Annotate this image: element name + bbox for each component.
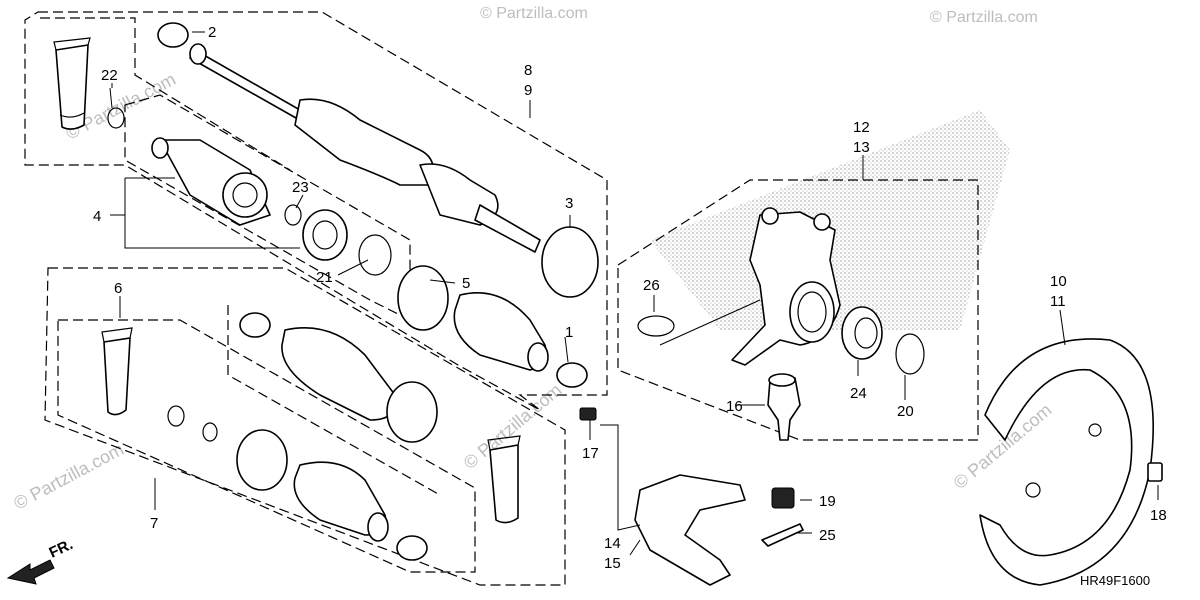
group-outline-boot-inner	[227, 305, 441, 496]
boot-icon	[281, 327, 397, 421]
callout-14: 14	[604, 535, 621, 552]
ball-joint-icon	[767, 373, 801, 441]
callout-10: 10	[1050, 273, 1067, 290]
grease-tube-icon	[53, 37, 91, 130]
group-outline-shaft-inner	[40, 17, 291, 171]
knuckle-icon	[731, 207, 841, 366]
watermark-text: © Partzilla.com	[10, 439, 126, 514]
diagram-code: HR49F1600	[1080, 573, 1150, 588]
guard-bracket-icon	[634, 474, 746, 586]
callout-20: 20	[897, 403, 914, 420]
front-indicator-label: FR.	[47, 536, 76, 562]
callout-2: 2	[208, 24, 216, 41]
callout-16: 16	[726, 398, 743, 415]
callout-13: 13	[853, 139, 870, 156]
cotter-pin-icon	[761, 523, 804, 547]
group-outline-boot-kit	[44, 267, 566, 586]
drive-shaft-icon	[189, 43, 541, 253]
boot-icon	[453, 292, 549, 372]
callout-1: 1	[565, 324, 573, 341]
circlip-icon	[107, 107, 925, 442]
group-outline-knuckle	[617, 179, 979, 441]
callout-18: 18	[1150, 507, 1167, 524]
watermark-text: © Partzilla.com	[930, 9, 1038, 26]
watermark-text: © Partzilla.com	[480, 5, 588, 22]
callout-24: 24	[850, 385, 867, 402]
callout-23: 23	[292, 179, 309, 196]
callout-19: 19	[819, 493, 836, 510]
callout-15: 15	[604, 555, 621, 572]
grease-tube-icon	[487, 435, 521, 524]
wheel-bearing-icon	[841, 306, 883, 360]
band-icon	[236, 226, 599, 491]
callout-9: 9	[524, 82, 532, 99]
callout-3: 3	[565, 195, 573, 212]
callout-22: 22	[101, 67, 118, 84]
outer-joint-icon	[151, 137, 271, 226]
grease-tube-icon	[101, 327, 133, 416]
callout-12: 12	[853, 119, 870, 136]
group-outline-boot-kit-inner	[57, 319, 476, 573]
callout-25: 25	[819, 527, 836, 544]
group-outline-shaft	[24, 11, 608, 411]
callout-4: 4	[93, 208, 101, 225]
bearing-cage-icon	[302, 209, 348, 261]
callout-6: 6	[114, 280, 122, 297]
nut-icon	[771, 487, 795, 509]
callout-21: 21	[316, 269, 333, 286]
callout-5: 5	[462, 275, 470, 292]
callout-11: 11	[1050, 293, 1066, 310]
front-arrow-icon	[6, 559, 55, 585]
callout-labels: 1 2 3 4 5 6 7 8 9 10 11 12 13 14 15 16 1…	[93, 24, 1167, 572]
callout-17: 17	[582, 445, 599, 462]
boot-icon	[293, 461, 389, 542]
band-small-icon	[157, 22, 588, 561]
callout-7: 7	[150, 515, 158, 532]
callout-26: 26	[643, 277, 660, 294]
leader-lines	[109, 31, 1159, 556]
disc-cover-icon	[979, 338, 1154, 586]
callout-8: 8	[524, 62, 532, 79]
bolt-icon	[579, 407, 1163, 482]
